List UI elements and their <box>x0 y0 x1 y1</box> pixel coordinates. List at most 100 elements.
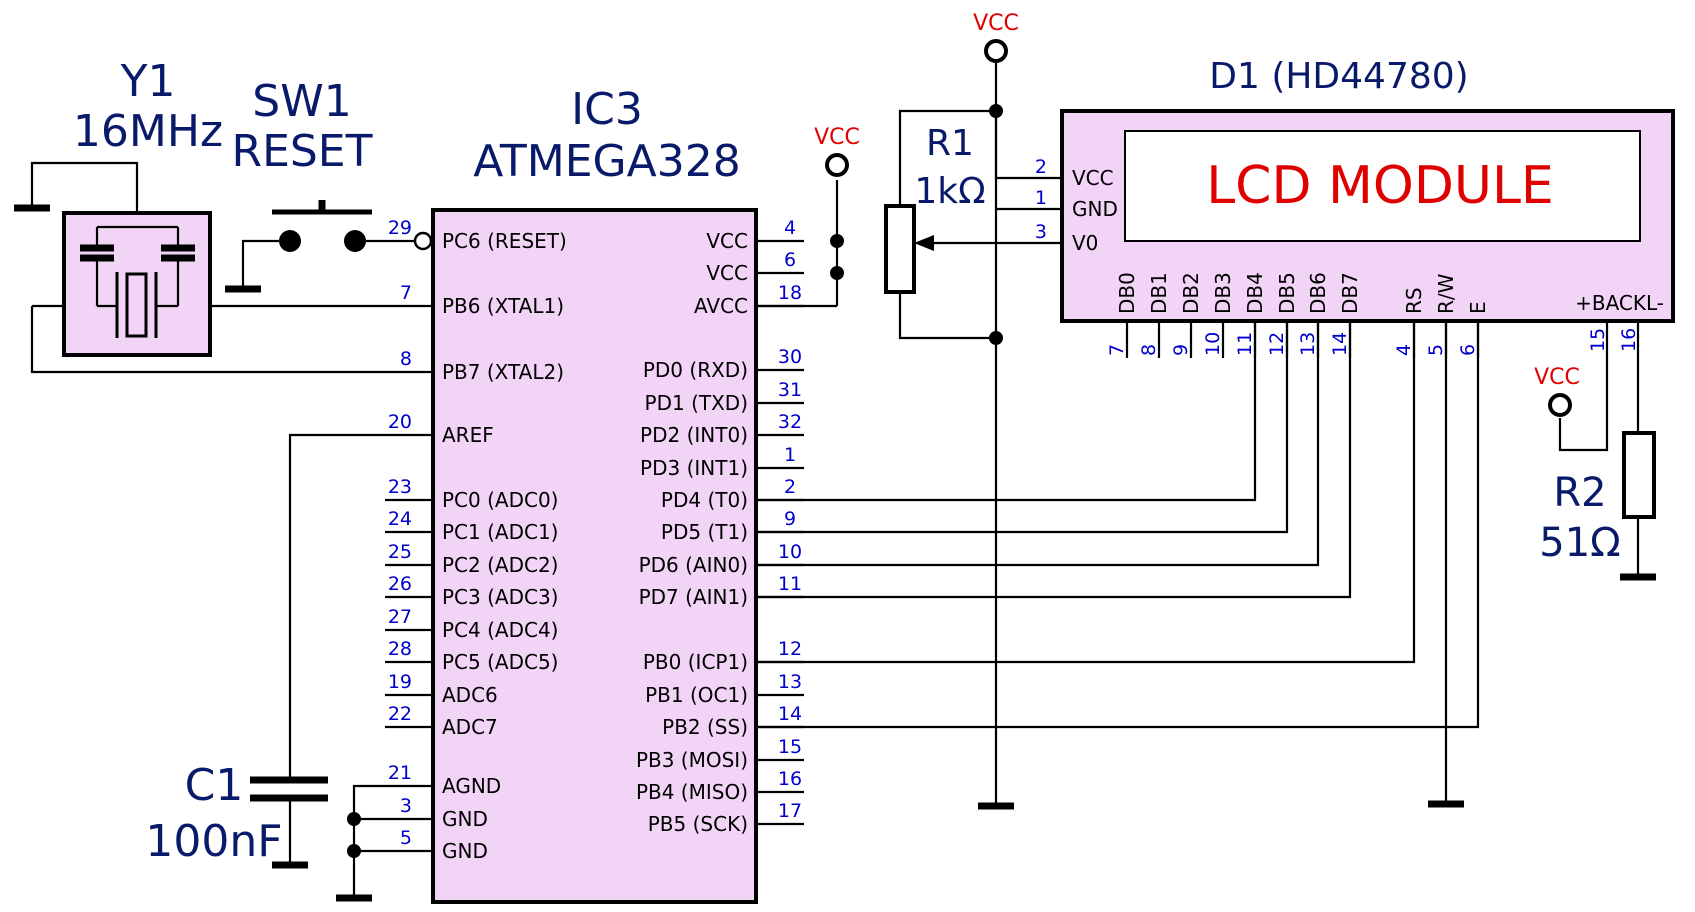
mcu-pin-name: PD7 (AIN1) <box>639 585 748 609</box>
vcc-terminal-mcu <box>825 153 849 177</box>
mcu-pin-number: 5 <box>400 827 412 849</box>
lcd-bottom-pins: DB07DB18DB29DB310DB411DB512DB613DB714RS4… <box>1106 272 1490 358</box>
mcu-pin-name: PB0 (ICP1) <box>643 650 748 674</box>
mcu-part: ATMEGA328 <box>473 136 741 187</box>
lcd-ref: D1 (HD44780) <box>1209 56 1468 97</box>
lcd-pin-number: 5 <box>1425 344 1447 356</box>
vcc-terminal-backlight <box>1548 393 1572 417</box>
wire-pb0-rs <box>756 321 1416 664</box>
mcu-pin-number: 23 <box>388 476 412 498</box>
mcu-pin-number: 10 <box>778 541 802 563</box>
mcu-pin-name: PD6 (AIN0) <box>639 553 748 577</box>
vcc-label-mcu: VCC <box>814 125 860 150</box>
mcu-pin-name: PB3 (MOSI) <box>636 748 748 772</box>
wire-pd4-db4 <box>756 321 1257 502</box>
mcu-pin-number: 26 <box>388 573 412 595</box>
mcu-pin-name: PD5 (T1) <box>661 520 748 544</box>
capacitor-c1: C1 100nF <box>145 760 328 869</box>
mcu-pin-number: 1 <box>784 444 796 466</box>
lcd-pin-number: 8 <box>1138 344 1160 356</box>
mcu-pin-number: 19 <box>388 671 412 693</box>
mcu-pin-name: PC4 (ADC4) <box>442 618 558 642</box>
lcd-pin-name: DB1 <box>1147 272 1171 314</box>
lcd-pin-name: DB6 <box>1306 272 1330 314</box>
mcu-pin-name: GND <box>442 807 488 831</box>
mcu-pin-number: 24 <box>388 508 412 530</box>
mcu-pin-name: PC3 (ADC3) <box>442 585 558 609</box>
mcu-pin-name: PC6 (RESET) <box>442 229 567 253</box>
mcu-pin-number: 31 <box>778 379 802 401</box>
lcd-pin-number: 13 <box>1297 332 1319 356</box>
lcd-pin-16: 16 <box>1618 328 1640 352</box>
vcc-terminal-lcd <box>984 39 1008 63</box>
crystal-ref: Y1 <box>120 56 176 107</box>
mcu-pin-name: PC5 (ADC5) <box>442 650 558 674</box>
mcu-pin-number: 18 <box>778 282 802 304</box>
mcu-pin-name: PB4 (MISO) <box>636 780 748 804</box>
mcu-pin-name: PB2 (SS) <box>662 715 748 739</box>
wire-pb2-e <box>756 321 1480 729</box>
mcu-pin-number: 15 <box>778 736 802 758</box>
crystal-value: 16MHz <box>73 106 223 157</box>
mcu-pin-number: 8 <box>400 348 412 370</box>
mcu-pin-name: AVCC <box>694 294 748 318</box>
mcu-pin-name: AGND <box>442 774 501 798</box>
capacitor-value: 100nF <box>145 816 282 867</box>
mcu-ref: IC3 <box>571 84 643 135</box>
lcd-title: LCD MODULE <box>1206 156 1554 216</box>
lcd-pin-name: V0 <box>1072 231 1098 255</box>
mcu-pin-number: 6 <box>784 249 796 271</box>
mcu-pin-name: VCC <box>706 229 748 253</box>
lcd-pin-name: DB5 <box>1275 272 1299 314</box>
mcu-pin-name: ADC7 <box>442 715 498 739</box>
mcu-pin-number: 25 <box>388 541 412 563</box>
switch-value: RESET <box>232 126 373 177</box>
mcu-pin-name: PC1 (ADC1) <box>442 520 558 544</box>
lcd-pin-number: 3 <box>1035 221 1047 243</box>
mcu-pin-name: PD2 (INT0) <box>640 423 748 447</box>
mcu-pin-name: PC2 (ADC2) <box>442 553 558 577</box>
mcu-pin-number: 7 <box>400 282 412 304</box>
mcu-pin-number: 12 <box>778 638 802 660</box>
lcd-pin-number: 12 <box>1266 332 1288 356</box>
resistor-ref: R2 <box>1553 470 1606 516</box>
mcu-pin-number: 11 <box>778 573 802 595</box>
mcu-pin-name: PB1 (OC1) <box>645 683 748 707</box>
mcu-pin-number: 22 <box>388 703 412 725</box>
mcu-pin-number: 30 <box>778 346 802 368</box>
mcu-pin-number: 4 <box>784 217 796 239</box>
mcu-pin-name: VCC <box>706 261 748 285</box>
vcc-label-backlight: VCC <box>1534 365 1580 390</box>
lcd-pin-name: DB0 <box>1115 272 1139 314</box>
resistor-value: 51Ω <box>1539 520 1620 566</box>
reset-switch-sw1: SW1 RESET <box>225 76 433 293</box>
lcd-pin-number: 7 <box>1106 344 1128 356</box>
lcd-pin-number: 11 <box>1234 332 1256 356</box>
lcd-pin-name: GND <box>1072 197 1118 221</box>
mcu-pin-number: 14 <box>778 703 802 725</box>
mcu-pin-number: 17 <box>778 800 802 822</box>
mcu-pin-number: 32 <box>778 411 802 433</box>
potentiometer-r1: R1 1kΩ <box>884 109 1062 340</box>
lcd-pin-number: 4 <box>1393 344 1415 356</box>
capacitor-ref: C1 <box>185 760 244 811</box>
mcu-pin-number: 27 <box>388 606 412 628</box>
lcd-pin-name: RS <box>1402 287 1426 314</box>
lcd-pin-number: 10 <box>1202 332 1224 356</box>
mcu-pin-number: 28 <box>388 638 412 660</box>
lcd-backlight-label: +BACKL- <box>1575 291 1664 315</box>
lcd-pin-number: 2 <box>1035 156 1047 178</box>
lcd-pin-number: 6 <box>1457 344 1479 356</box>
lcd-pin-number: 1 <box>1035 187 1047 209</box>
lcd-pin-15: 15 <box>1587 328 1609 352</box>
lcd-pin-name: DB7 <box>1338 272 1362 314</box>
mcu-pin-number: 29 <box>388 217 412 239</box>
lcd-pin-name: DB2 <box>1179 272 1203 314</box>
mcu-pin-name: GND <box>442 839 488 863</box>
mcu-pin-name: PB6 (XTAL1) <box>442 294 564 318</box>
lcd-pin-name: DB4 <box>1243 272 1267 314</box>
